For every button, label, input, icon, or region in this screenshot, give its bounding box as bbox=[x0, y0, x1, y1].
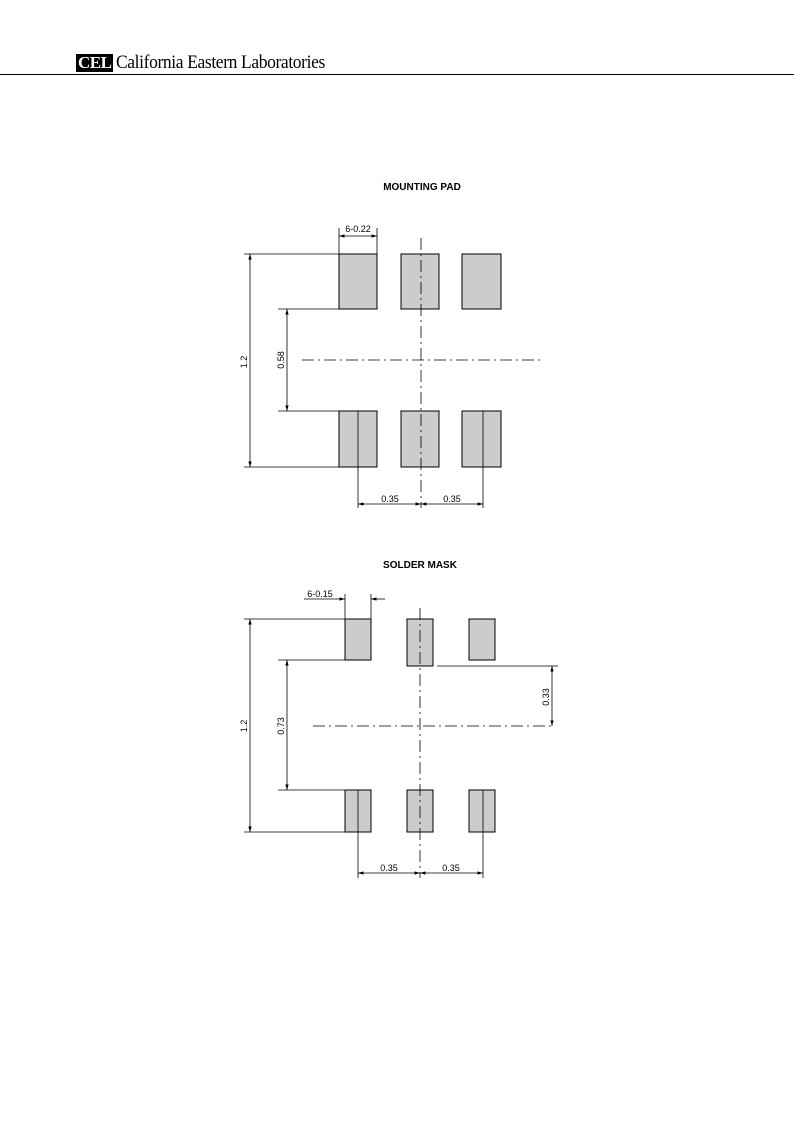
mounting-pad-bottom-2 bbox=[400, 410, 440, 468]
cel-logo: CEL bbox=[76, 53, 114, 72]
solder-mask-pitch-left-label: 0.35 bbox=[380, 863, 398, 873]
mounting-pad-pitch-left-label: 0.35 bbox=[381, 494, 399, 504]
mounting-pad-pitch-right-label: 0.35 bbox=[443, 494, 461, 504]
mounting-pad-top-2 bbox=[400, 253, 440, 310]
mounting-pad-title: MOUNTING PAD bbox=[383, 182, 461, 193]
mounting-pad-top-3 bbox=[461, 253, 502, 310]
company-name: California Eastern Laboratories bbox=[116, 52, 326, 73]
mounting-pad-gap-height-label: 0.58 bbox=[276, 351, 286, 369]
solder-mask-gap-height-label: 0.73 bbox=[276, 717, 286, 735]
mounting-pad-width-label: 6-0.22 bbox=[345, 224, 371, 234]
solder-mask-title: SOLDER MASK bbox=[383, 560, 458, 571]
solder-mask-overall-height-label: 1.2 bbox=[239, 720, 249, 733]
page-header: CEL California Eastern Laboratories bbox=[76, 52, 344, 74]
solder-mask-top-3 bbox=[468, 618, 496, 661]
solder-mask-half-height-label: 0.33 bbox=[541, 688, 551, 706]
solder-mask-bottom-3 bbox=[468, 789, 496, 833]
solder-mask-diagram: SOLDER MASK 6-0.15 1.2 0.73 0.33 bbox=[239, 560, 558, 878]
mounting-pad-overall-height-label: 1.2 bbox=[239, 356, 249, 369]
mounting-pad-diagram: MOUNTING PAD 6-0.22 1.2 0.58 0.35 0.35 bbox=[239, 182, 540, 508]
solder-mask-top-1 bbox=[344, 618, 372, 661]
mounting-pad-top-1 bbox=[338, 253, 378, 310]
solder-mask-width-label: 6-0.15 bbox=[307, 589, 333, 599]
solder-mask-pitch-right-label: 0.35 bbox=[442, 863, 460, 873]
header-divider bbox=[0, 74, 794, 75]
mounting-pad-bottom-3 bbox=[461, 410, 502, 468]
